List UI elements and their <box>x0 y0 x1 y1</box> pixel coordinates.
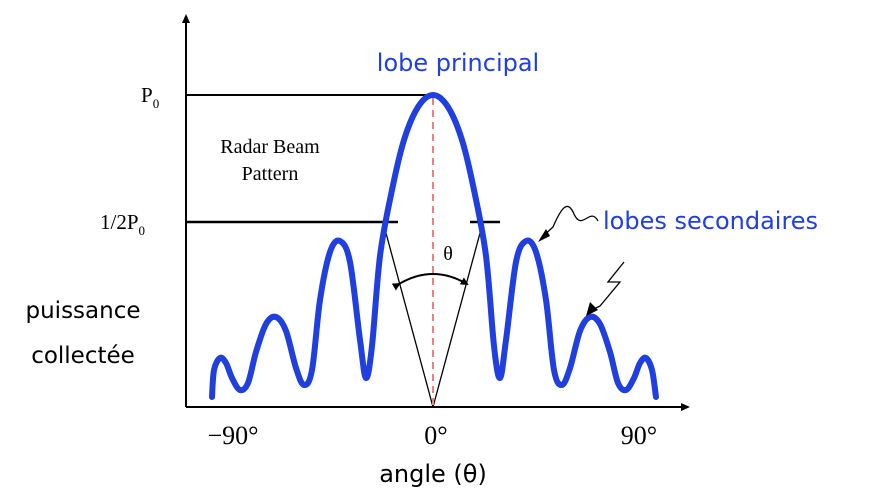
main-lobe-label: lobe principal <box>377 49 539 77</box>
inner-title-line2: Pattern <box>242 163 299 185</box>
beam-pattern-curve <box>209 92 659 400</box>
beamwidth-arc-arrow <box>391 273 469 291</box>
x-axis-label: angle (θ) <box>379 460 487 488</box>
side-lobe-pointer-1 <box>540 205 599 239</box>
beamwidth-theta-symbol: θ <box>443 243 453 265</box>
side-lobe-pointer-2 <box>591 261 625 311</box>
x-tick-0: 0° <box>424 421 447 450</box>
x-tick-90: 90° <box>621 421 657 450</box>
y-tick-p0: P0 <box>141 83 159 111</box>
beamwidth-right-ray <box>432 221 484 408</box>
y-axis-label-line1: puissance <box>26 298 141 324</box>
x-tick-minus-90: −90° <box>207 421 258 450</box>
side-lobes-label: lobes secondaires <box>603 207 818 235</box>
side-lobe-pointer-2-head <box>586 302 598 316</box>
side-lobe-pointer-1-head <box>538 229 550 242</box>
y-tick-half-power: 1/2P0 <box>100 210 145 238</box>
beamwidth-left-ray <box>382 221 434 408</box>
y-axis-label-line2: collectée <box>31 343 135 369</box>
inner-title-line1: Radar Beam <box>220 136 320 158</box>
